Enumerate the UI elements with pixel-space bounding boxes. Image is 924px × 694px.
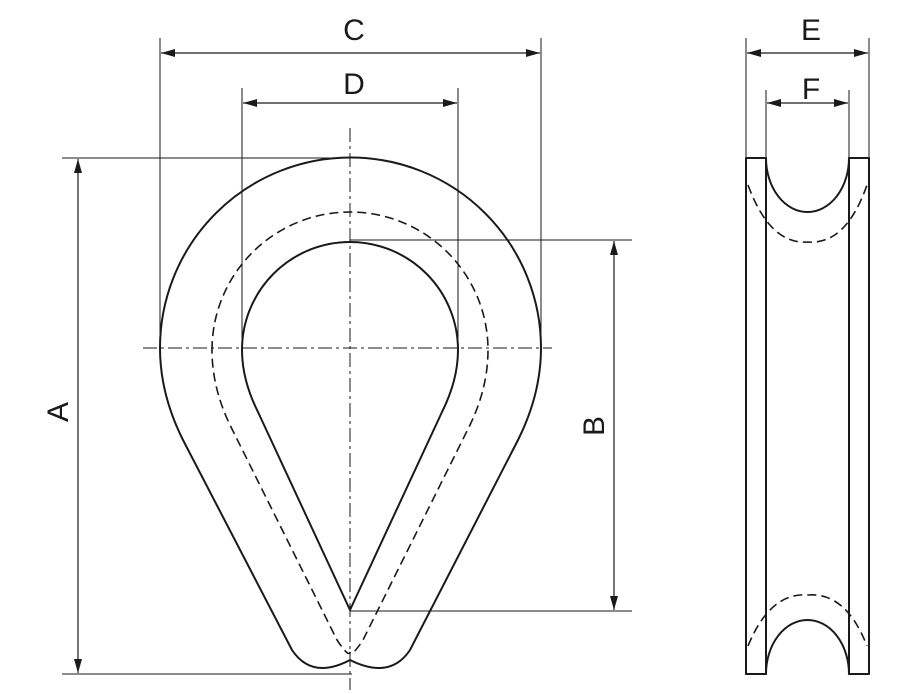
dimension-b: B <box>350 239 632 612</box>
bottom-groove-hidden-arc <box>747 594 868 647</box>
dimension-label-b: B <box>578 416 611 436</box>
dimension-label-d: D <box>343 68 365 101</box>
top-groove-hidden-arc <box>747 184 868 243</box>
front-view <box>143 128 552 690</box>
dimension-label-c: C <box>343 14 365 47</box>
dimension-c: C <box>159 14 542 348</box>
dimension-e: E <box>745 14 870 158</box>
dimension-f: F <box>765 73 850 158</box>
thimble-outer-contour <box>159 156 542 669</box>
thimble-inner-eye <box>241 241 459 611</box>
dimension-a: A <box>42 157 352 675</box>
right-flange <box>848 157 870 675</box>
dimension-d: D <box>241 68 459 350</box>
dimension-label-a: A <box>42 402 75 422</box>
bottom-groove-arc <box>765 619 850 675</box>
dimension-label-e: E <box>801 14 821 47</box>
dimension-label-f: F <box>802 73 820 106</box>
groove-hidden-contour <box>211 211 489 655</box>
left-flange <box>745 157 767 675</box>
top-groove-arc <box>765 157 850 213</box>
side-view <box>745 157 870 675</box>
